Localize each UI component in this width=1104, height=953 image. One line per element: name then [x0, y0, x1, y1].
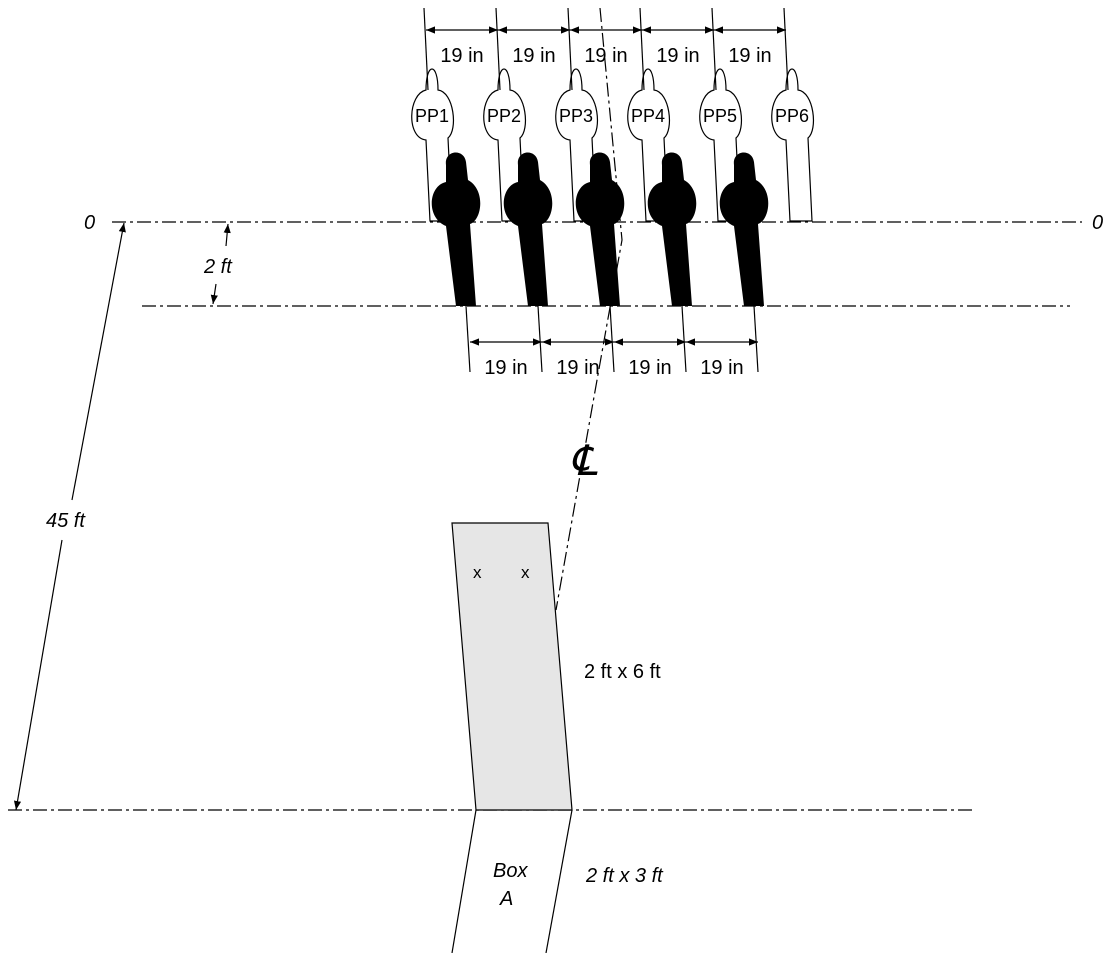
distance-arrow-up	[71, 222, 126, 501]
top-extension-line	[423, 7, 429, 91]
zero-label-left: 0	[84, 212, 95, 234]
top-spacing-label: 19 in	[584, 45, 627, 67]
paper-target-outline	[771, 68, 815, 222]
top-extension-line	[639, 7, 645, 91]
top-extension-line	[711, 7, 717, 91]
box-a-label-line1: Box	[493, 860, 528, 882]
bottom-extension-line	[681, 305, 687, 373]
main-shooting-box	[451, 522, 573, 811]
steel-silhouette	[503, 152, 553, 306]
steel-silhouette	[431, 152, 481, 306]
bottom-extension-line	[537, 305, 543, 373]
steel-silhouette	[575, 152, 625, 306]
top-spacing-label: 19 in	[440, 45, 483, 67]
paper-target-label: PP6	[775, 106, 809, 126]
steel-target-2	[503, 152, 553, 306]
top-spacing-label: 19 in	[512, 45, 555, 67]
offset-label: 2 ft	[203, 256, 233, 278]
zero-label-right: 0	[1092, 212, 1103, 234]
top-spacing-label: 19 in	[728, 45, 771, 67]
main-box-label: 2 ft x 6 ft	[584, 661, 661, 683]
offset-arrow-down	[210, 283, 218, 305]
paper-target-6: PP6	[771, 68, 815, 222]
steel-target-5	[719, 152, 769, 306]
centerline-symbol: ℄	[570, 436, 598, 485]
top-extension-line	[495, 7, 501, 91]
bottom-extension-line	[465, 305, 471, 373]
distance-label: 45 ft	[46, 510, 86, 532]
paper-target-label: PP4	[631, 106, 665, 126]
top-extension-line	[783, 7, 789, 91]
steel-target-3	[575, 152, 625, 306]
box-a-label-line2: A	[499, 888, 513, 910]
top-spacing: 19 in 19 in 19 in 19 in 19 in	[423, 7, 789, 91]
box-a-right-edge	[545, 809, 573, 953]
bottom-spacing-label: 19 in	[484, 357, 527, 379]
bottom-extension-line	[753, 305, 759, 373]
paper-target-label: PP3	[559, 106, 593, 126]
bottom-spacing-label: 19 in	[700, 357, 743, 379]
steel-silhouette	[719, 152, 769, 306]
top-extension-line	[567, 7, 573, 91]
distance-arrow-down	[13, 539, 63, 811]
centerline	[555, 7, 623, 611]
paper-target-label: PP1	[415, 106, 449, 126]
steel-targets	[431, 152, 769, 306]
box-a-size-label: 2 ft x 3 ft	[585, 865, 664, 887]
paper-target-label: PP5	[703, 106, 737, 126]
top-spacing-label: 19 in	[656, 45, 699, 67]
box-mark-1: x	[473, 563, 482, 582]
steel-target-1	[431, 152, 481, 306]
box-mark-2: x	[521, 563, 530, 582]
bottom-extension-line	[609, 305, 615, 373]
paper-target-label: PP2	[487, 106, 521, 126]
bottom-spacing-label: 19 in	[628, 357, 671, 379]
steel-target-4	[647, 152, 697, 306]
bottom-spacing: 19 in 19 in 19 in 19 in	[465, 305, 759, 379]
box-a-left-edge	[451, 809, 477, 953]
offset-arrow-up	[223, 223, 231, 247]
steel-silhouette	[647, 152, 697, 306]
bottom-spacing-label: 19 in	[556, 357, 599, 379]
